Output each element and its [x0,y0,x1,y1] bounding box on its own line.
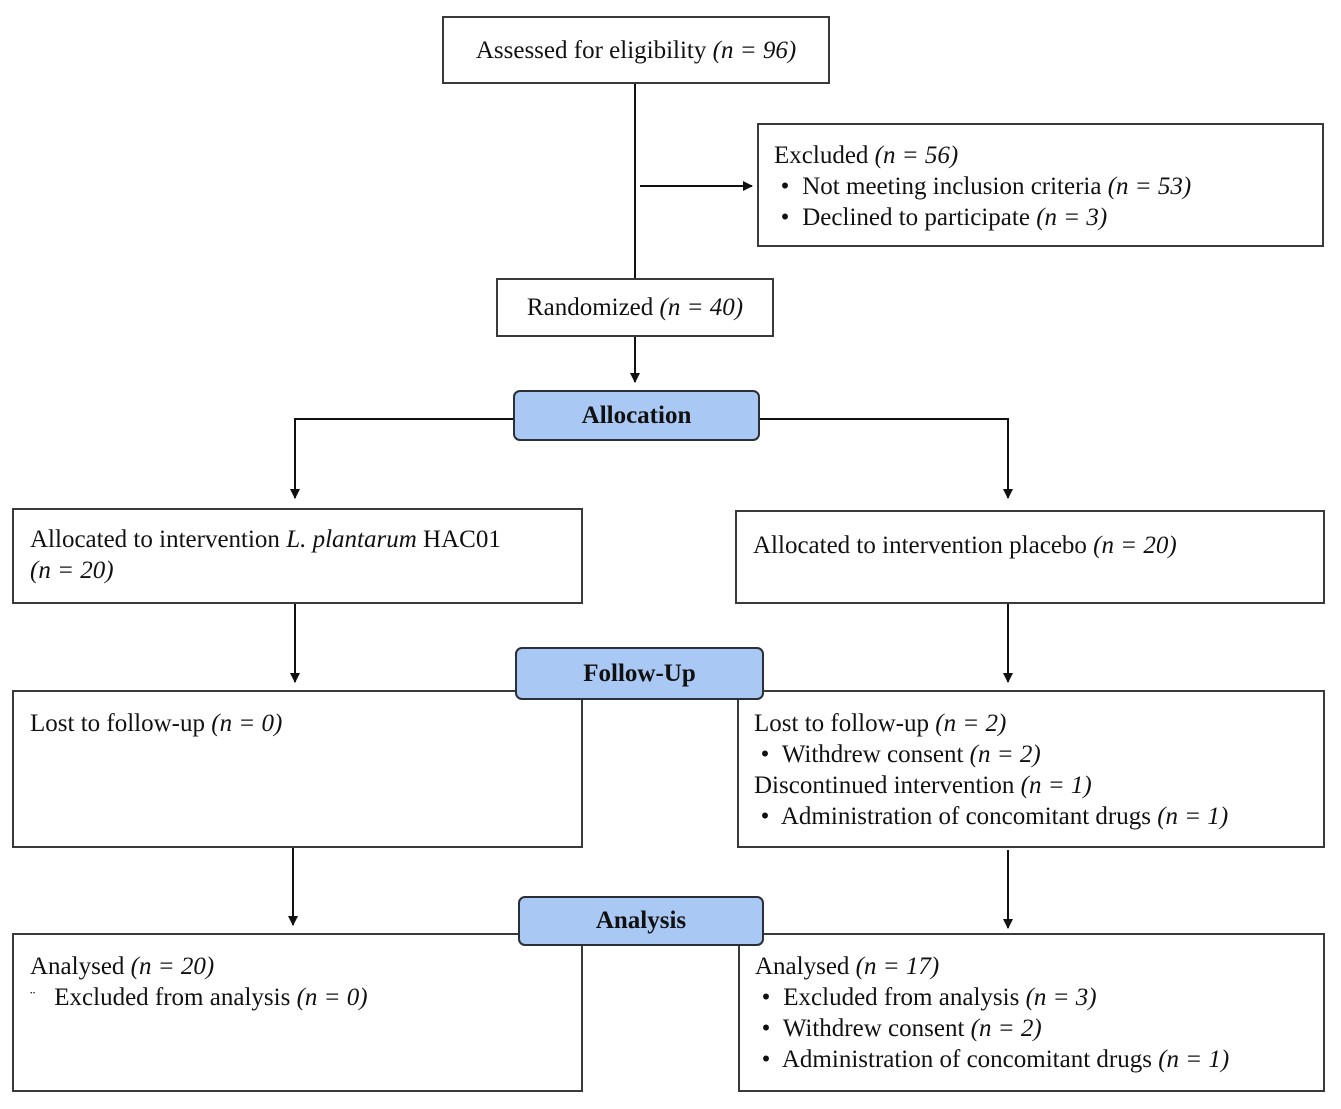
right-lost-item: • Withdrew consent (n = 2) [754,739,1323,770]
right-allocated-box: Allocated to intervention placebo (n = 2… [735,510,1325,604]
bullet-icon: • [760,741,770,768]
bullet-icon: • [780,173,790,200]
right-analysed-count: (n = 17) [855,953,940,980]
right-analysed-item: • Administration of concomitant drugs (n… [755,1044,1323,1075]
left-allocated-count: (n = 20) [30,557,114,584]
bullet-icon: • [761,984,771,1011]
left-allocated-strain: HAC01 [423,526,501,553]
left-analysed-label: Analysed [30,953,125,980]
left-allocated-box: Allocated to intervention L. plantarum H… [12,508,583,604]
stage-allocation: Allocation [513,390,760,441]
umlaut-marker: ¨ [30,989,36,1006]
bullet-icon: • [761,1046,771,1073]
stage-followup: Follow-Up [515,647,764,700]
right-allocated-count: (n = 20) [1093,532,1177,559]
bullet-icon: • [780,204,790,231]
randomized-box: Randomized (n = 40) [496,278,774,337]
excluded-item: • Not meeting inclusion criteria (n = 53… [774,171,1322,202]
right-discontinued-label: Discontinued intervention [754,772,1015,799]
left-lost-box: Lost to follow-up (n = 0) [12,690,583,848]
right-concomitant-text: Administration of concomitant drugs [780,803,1151,830]
right-analysed-item-text: Administration of concomitant drugs [781,1046,1152,1073]
stage-allocation-label: Allocation [581,401,692,429]
right-analysed-box: Analysed (n = 17) • Excluded from analys… [738,933,1325,1092]
bullet-icon: • [761,1015,771,1042]
excluded-count: (n = 56) [874,142,959,169]
stage-followup-label: Follow-Up [583,659,696,687]
bullet-icon: • [760,803,770,830]
randomized-count: (n = 40) [659,294,744,321]
right-analysed-item-text: Excluded from analysis [783,984,1020,1011]
right-analysed-item-text: Withdrew consent [782,1015,965,1042]
left-lost-label: Lost to follow-up [30,710,205,737]
left-analysed-count: (n = 20) [130,953,215,980]
right-lost-count: (n = 2) [935,710,1007,737]
left-analysed-item: ¨ Excluded from analysis (n = 0) [30,982,581,1013]
left-excluded-count: (n = 0) [296,984,368,1011]
right-lost-label: Lost to follow-up [754,710,929,737]
right-analysed-item-count: (n = 1) [1158,1046,1230,1073]
right-lost-box: Lost to follow-up (n = 2) • Withdrew con… [737,690,1325,848]
right-concomitant-count: (n = 1) [1157,803,1229,830]
excluded-label: Excluded [774,142,869,169]
right-lost-withdrew-text: Withdrew consent [781,741,964,768]
excluded-item-count: (n = 53) [1107,173,1192,200]
assessed-label: Assessed for eligibility [475,36,707,64]
right-analysed-item-count: (n = 3) [1025,984,1097,1011]
right-lost-item: • Administration of concomitant drugs (n… [754,801,1323,832]
arrow-to-left-allocated [290,418,513,499]
right-analysed-item: • Excluded from analysis (n = 3) [755,982,1323,1013]
excluded-item-text: Declined to participate [802,204,1030,231]
randomized-label: Randomized [526,294,654,321]
left-excluded-text: Excluded from analysis [54,984,291,1011]
stage-analysis-label: Analysis [595,907,687,934]
right-discontinued-count: (n = 1) [1020,772,1092,799]
left-allocated-prefix: Allocated to intervention [30,526,280,553]
left-analysed-box: Analysed (n = 20) ¨ Excluded from analys… [12,933,583,1092]
assessed-box: Assessed for eligibility (n = 96) [442,16,830,84]
right-analysed-item: • Withdrew consent (n = 2) [755,1013,1323,1044]
arrow-to-right-allocated [759,418,1013,499]
excluded-item-count: (n = 3) [1036,204,1108,231]
assessed-count: (n = 96) [712,36,797,64]
right-analysed-item-count: (n = 2) [970,1015,1042,1042]
right-allocated-label: Allocated to intervention placebo [753,532,1087,559]
excluded-box: Excluded (n = 56) • Not meeting inclusio… [757,123,1324,247]
right-analysed-label: Analysed [755,953,850,980]
stage-analysis: Analysis [518,896,764,946]
left-allocated-species: L. plantarum [286,526,417,553]
excluded-item-text: Not meeting inclusion criteria [802,173,1102,200]
right-lost-withdrew-count: (n = 2) [969,741,1041,768]
left-lost-count: (n = 0) [211,710,283,737]
excluded-item: • Declined to participate (n = 3) [774,202,1322,233]
